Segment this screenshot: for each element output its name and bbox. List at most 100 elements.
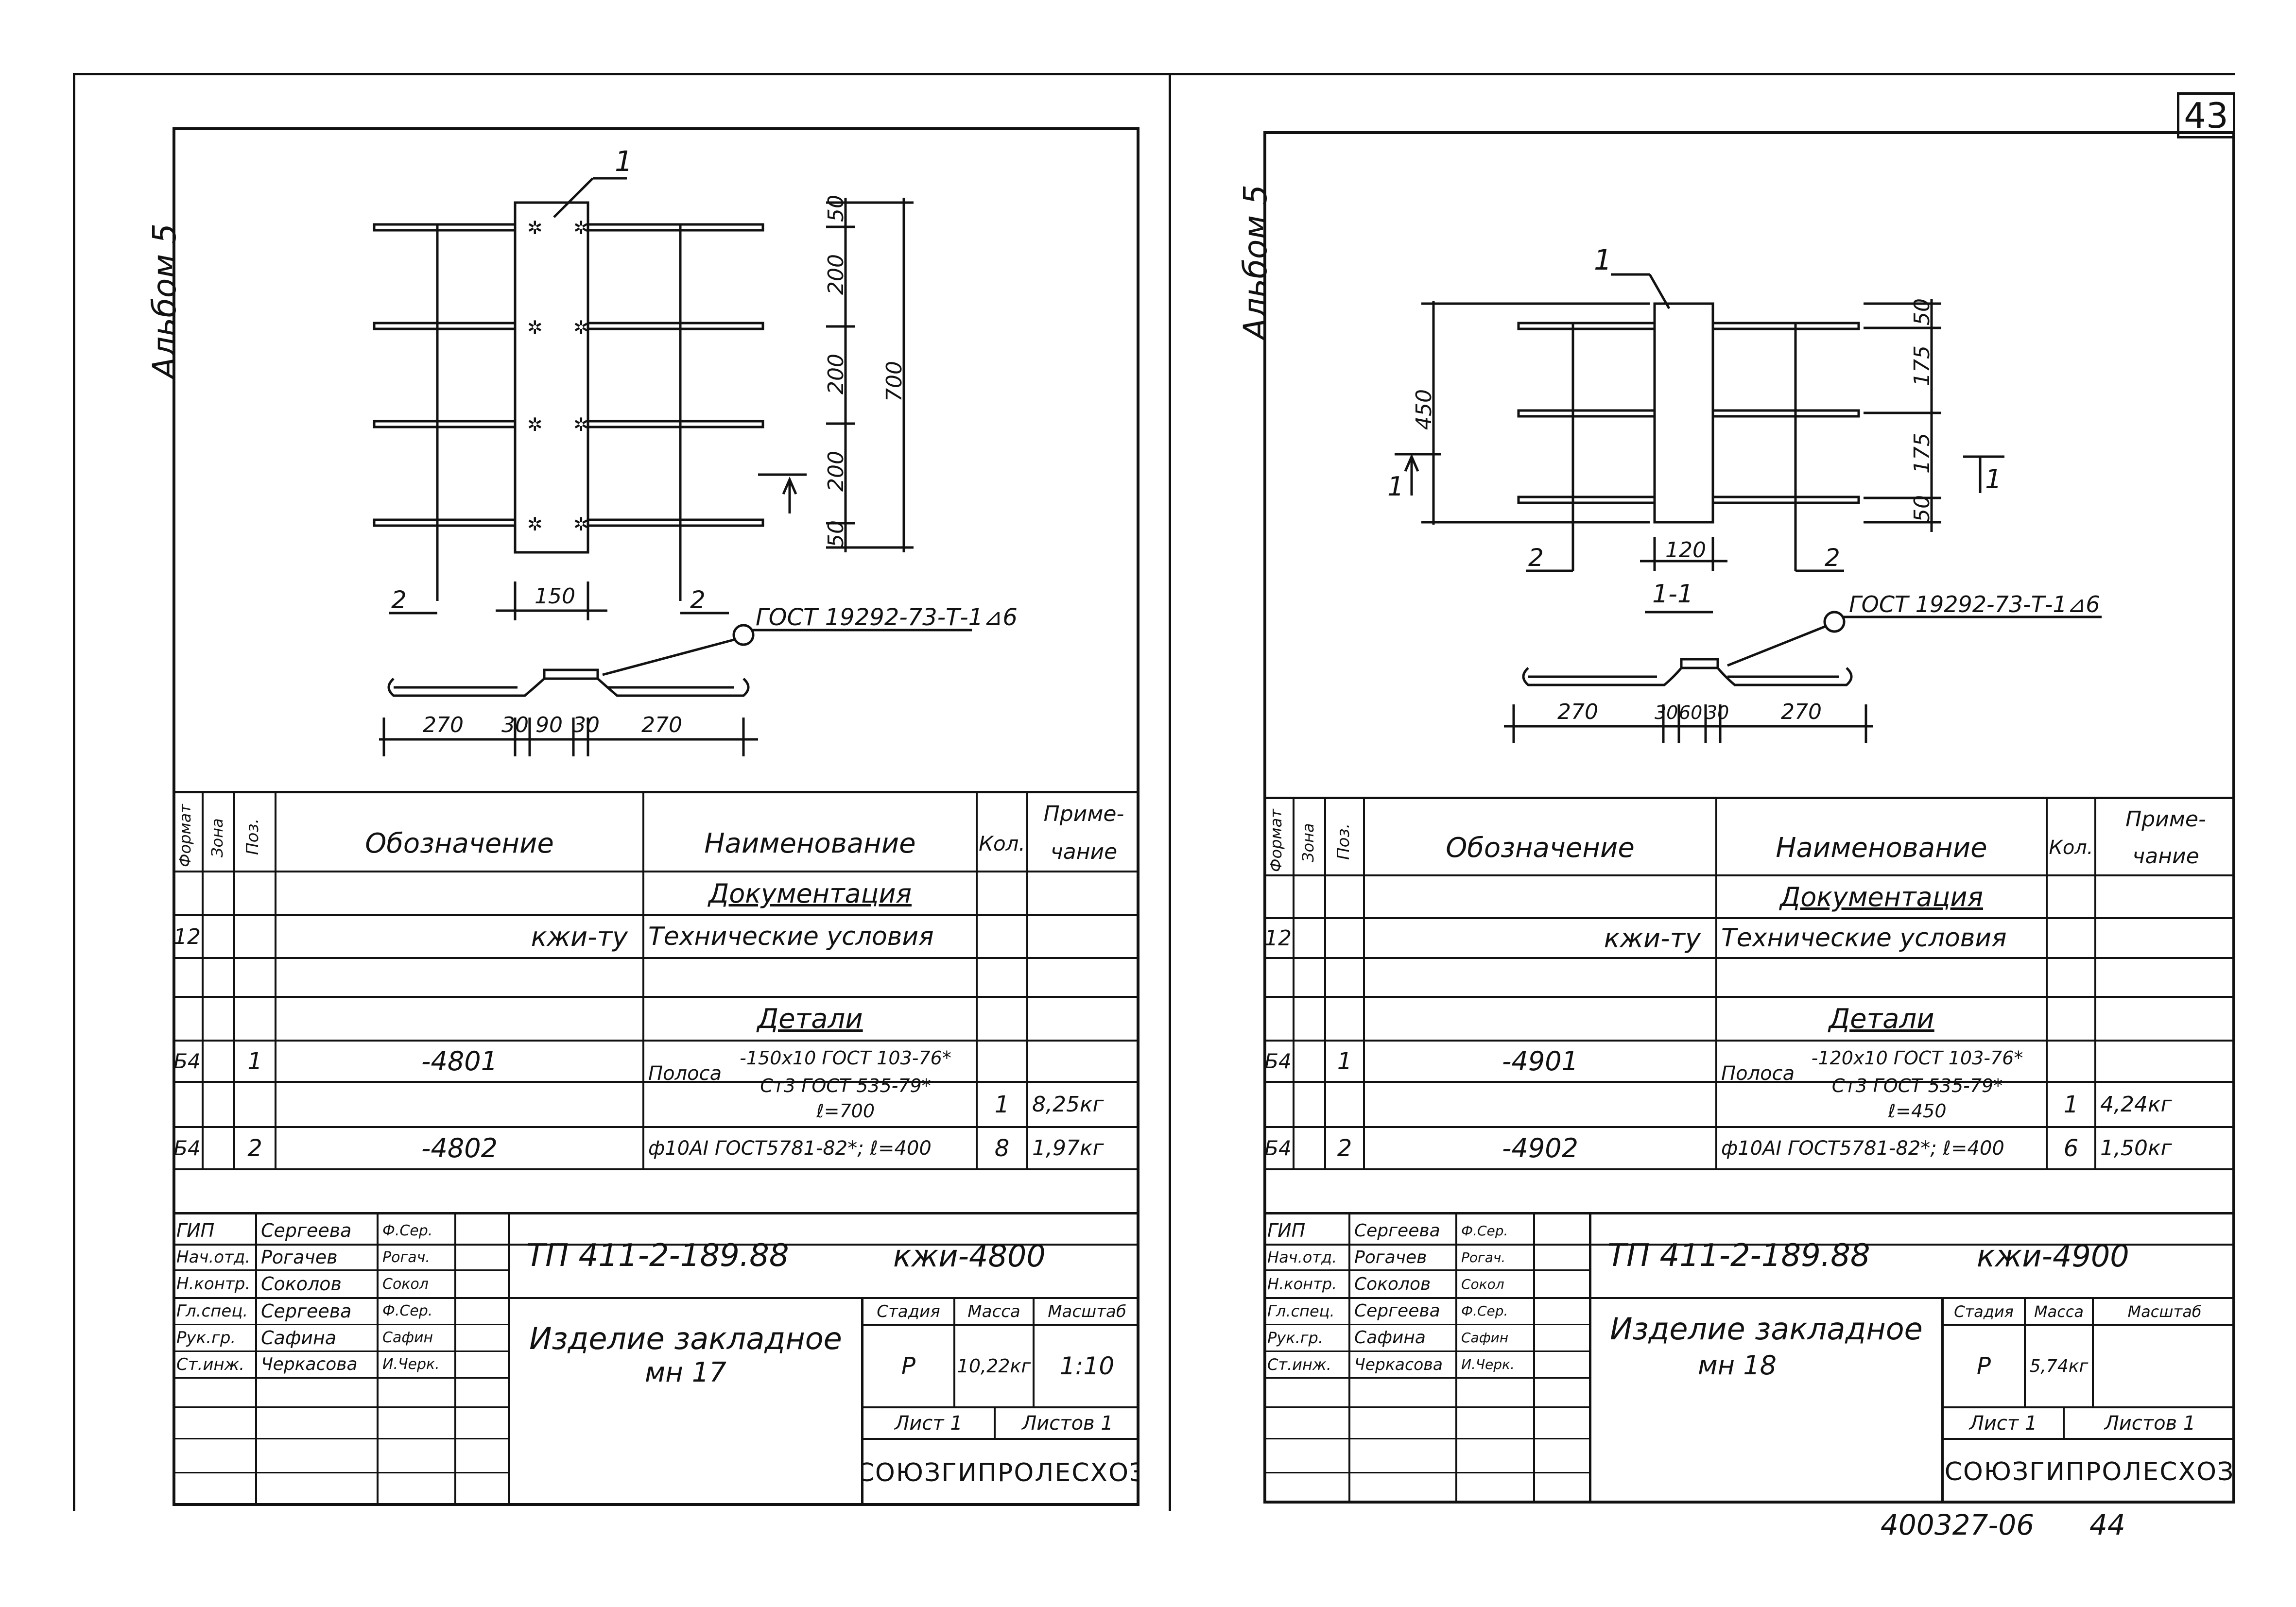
left-anchor-bars [373,223,764,527]
right-role-5: Ст.инж. [1267,1355,1331,1374]
left-name-0: Сергеева [261,1220,352,1241]
right-role-4: Рук.гр. [1267,1328,1324,1347]
outer-left-border [73,73,75,1511]
left-dim-plate-width: 150 [535,584,575,609]
left-sign-2: Сокол [382,1275,429,1293]
left-p1-top: -150х10 ГОСТ 103-76* [740,1047,951,1069]
left-scale-label: Масштаб [1048,1301,1126,1321]
left-role-1: Нач.отд. [176,1248,251,1267]
right-name-2: Соколов [1354,1274,1431,1294]
right-scale-label: Масштаб [2127,1302,2202,1321]
page-number-box: 43 [2177,92,2235,138]
right-p2-note: 1,50кг [2100,1136,2172,1161]
left-name-1: Рогачев [261,1247,338,1268]
left-p1-pos: 1 [247,1047,262,1075]
svg-text:✲: ✲ [527,513,543,535]
left-p1-qty: 1 [994,1091,1010,1118]
left-sign-4: Сафин [382,1329,433,1346]
left-callout-label: 1 [615,145,633,178]
left-role-2: Н.контр. [176,1274,251,1294]
right-sign-0: Ф.Сер. [1461,1222,1508,1239]
svg-text:✲: ✲ [573,414,589,435]
right-p1-prefix: Полоса [1721,1062,1795,1085]
left-p2-note: 1,97кг [1032,1136,1104,1161]
left-dim-b1: 30 [501,713,529,737]
right-p1-pos: 1 [1337,1047,1352,1075]
left-p1-bottom: Ст3 ГОСТ 535-79* [760,1075,931,1096]
right-stage-label: Стадия [1954,1302,2014,1321]
right-mass-label: Масса [2034,1302,2084,1321]
right-dim-b3: 30 [1706,702,1729,723]
right-p1-qty: 1 [2063,1091,2079,1118]
right-org: СОЮЗГИПРОЛЕСХОЗ [1944,1457,2235,1487]
right-drawing: 1 450 50 175 175 50 1 1 120 2 2 1-1 ГОСТ… [1387,243,2102,743]
left-plate [514,201,589,554]
right-h-qty: Кол. [2049,837,2093,859]
left-bar-label-2: 2 [690,586,706,614]
left-mass: 10,22кг [957,1355,1031,1377]
left-h-qty: Кол. [979,831,1025,855]
right-stage: Р [1977,1352,1991,1380]
right-dim-total: 450 [1412,389,1436,430]
right-name-0: Сергеева [1354,1220,1440,1241]
right-sign-3: Ф.Сер. [1461,1303,1508,1319]
left-stage: Р [901,1352,915,1380]
left-name-5: Черкасова [261,1354,358,1374]
right-sheet: Лист 1 [1969,1412,2037,1435]
right-name-1: Рогачев [1354,1247,1427,1267]
left-p1-note: 8,25кг [1032,1092,1104,1117]
right-title-2: мн 18 [1698,1350,1777,1381]
right-sign-4: Сафин [1461,1330,1509,1346]
left-title-1: Изделие закладное [529,1320,842,1356]
right-weld-note: ГОСТ 19292-73-Т-1⊿6 [1849,591,2100,617]
right-h-note-2: чание [2132,843,2199,869]
right-p1-len: ℓ=450 [1888,1100,1947,1122]
right-plate [1653,302,1714,524]
right-bar-label-1: 2 [1528,544,1544,572]
left-h-format: Формат [176,804,194,867]
left-h-name: Наименование [704,827,916,859]
left-name-3: Сергеева [261,1300,352,1322]
left-drawing: ✲✲ ✲✲ ✲✲ ✲✲ 1 50 200 200 200 50 700 150 … [373,145,1018,756]
left-dim-b4: 270 [641,713,682,737]
left-stage-label: Стадия [877,1301,940,1321]
right-sign-5: И.Черк. [1461,1356,1515,1372]
right-section-mark-left: 1 [1387,471,1404,502]
right-h-designation: Обозначение [1446,832,1635,864]
left-dim-b0: 270 [423,713,464,737]
center-divider [1169,73,1171,1511]
left-dim-r2: 200 [824,354,848,394]
left-dim-total: 700 [882,361,907,402]
right-doc-code: кжи-4900 [1977,1238,2129,1274]
right-title-1: Изделие закладное [1610,1311,1923,1347]
left-sign-1: Рогач. [382,1248,430,1266]
right-h-name: Наименование [1776,832,1987,864]
right-h-zone: Зона [1299,823,1317,862]
right-doc-format: 12 [1264,925,1292,951]
left-org: СОЮЗГИПРОЛЕСХОЗ [863,1458,1139,1487]
left-title-2: мн 17 [645,1356,726,1388]
left-sheet: Лист 1 [895,1412,963,1435]
left-doc-name: Технические условия [648,922,934,951]
footer-page: 44 [2089,1508,2125,1541]
right-p1-bottom: Ст3 ГОСТ 535-79* [1831,1075,2003,1096]
left-p1-format: Б4 [173,1049,201,1073]
outer-top-border [73,73,2235,75]
left-p1-designation: -4801 [421,1046,498,1077]
right-sign-1: Рогач. [1461,1249,1506,1265]
svg-text:✲: ✲ [573,513,589,535]
right-h-note-1: Приме- [2125,806,2206,832]
right-role-0: ГИП [1267,1220,1306,1241]
right-dim-b4: 270 [1781,700,1822,724]
left-h-zone: Зона [208,818,226,857]
right-dim-r1: 175 [1910,345,1934,386]
left-mass-label: Масса [967,1301,1020,1321]
right-dim-plate-width: 120 [1665,538,1706,563]
right-sign-2: Сокол [1461,1276,1504,1292]
left-dim-r3: 200 [824,451,848,492]
left-section-docs: Документация [708,878,912,909]
right-p2-qty: 6 [2063,1134,2079,1162]
svg-text:✲: ✲ [527,217,543,239]
left-name-4: Сафина [261,1327,337,1349]
right-section-docs: Документация [1780,881,1983,912]
